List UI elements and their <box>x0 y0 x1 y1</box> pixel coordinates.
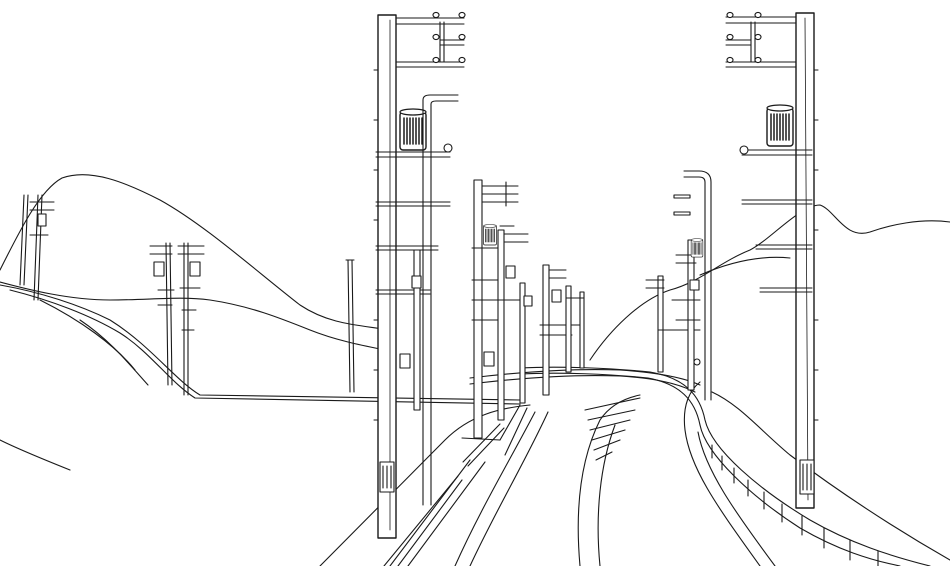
guardrail-bottom <box>519 372 901 566</box>
guardrail-top <box>519 366 931 566</box>
road-right-lane-2 <box>697 431 776 566</box>
foreground-pole-left <box>373 11 466 539</box>
street-light-left <box>422 94 459 506</box>
left-hill-ridge <box>0 174 391 331</box>
right-hill-ridge <box>589 204 950 361</box>
left-foreground-slope <box>0 439 71 471</box>
guardrail-posts <box>711 444 879 566</box>
distant-street-light-left <box>345 259 355 393</box>
road-far-horizon <box>469 368 701 386</box>
mid-pole-center-5 <box>565 285 585 373</box>
road-median-hatch <box>584 397 641 461</box>
distant-pole-left-3 <box>177 242 205 396</box>
road-lane-line-2 <box>469 411 549 566</box>
mid-pole-right-1 <box>645 275 701 373</box>
left-track-2 <box>9 289 521 405</box>
left-track-1 <box>0 284 521 401</box>
left-hill-slope <box>0 281 386 351</box>
road-far-horizon-2 <box>469 374 696 393</box>
distant-pole-left-2 <box>149 242 175 386</box>
right-hill-slope <box>699 256 791 276</box>
road-left-shadow <box>499 404 528 456</box>
right-embankment <box>711 391 950 561</box>
road-lane-line-3 <box>577 394 641 566</box>
foreground-pole-left-secondary <box>399 249 422 411</box>
distant-pole-left-1 <box>19 194 55 301</box>
road-barrier-left <box>383 423 505 566</box>
mid-pole-right-2 <box>671 238 704 391</box>
road-lane-line-1 <box>454 411 536 566</box>
mid-pole-center-1 <box>461 179 519 441</box>
mid-pole-center-3 <box>519 282 533 404</box>
street-light-right <box>673 170 712 401</box>
road-lane-line-4 <box>597 424 616 566</box>
road-right-lane-1 <box>683 381 761 566</box>
mid-pole-center-2 <box>483 225 529 421</box>
road-left-curb-2 <box>407 461 486 566</box>
road-left-edge <box>319 404 531 566</box>
left-track-4 <box>39 299 136 371</box>
foreground-pole-right <box>725 11 819 509</box>
